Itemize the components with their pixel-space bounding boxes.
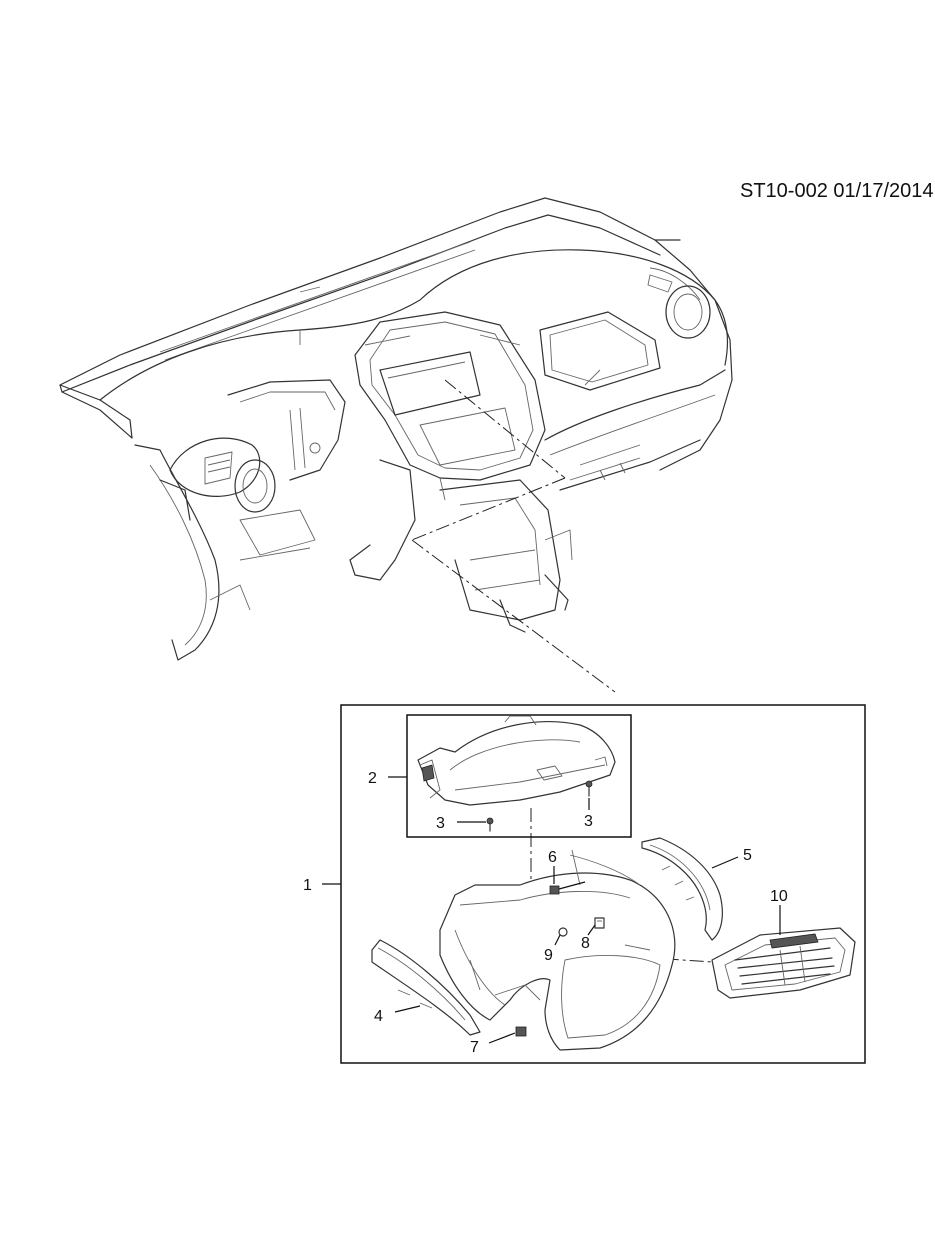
- part-1-center-bezel: [439, 849, 676, 1051]
- leader-lines: [322, 776, 781, 1044]
- part-7-clip: [515, 1026, 527, 1037]
- callout-labels: 1 2 3 3 4 5 6 7 8 9 10: [303, 770, 788, 1056]
- part-4-left-trim: [371, 939, 481, 1036]
- callout-8: 8: [581, 935, 590, 952]
- callout-1: 1: [303, 877, 312, 894]
- callout-6: 6: [548, 849, 557, 866]
- callout-9: 9: [544, 947, 553, 964]
- callout-5: 5: [743, 847, 752, 864]
- dashboard-assembly: [59, 197, 733, 661]
- callout-2: 2: [368, 770, 377, 787]
- callout-3-right: 3: [584, 813, 593, 830]
- subassembly-2-box: [406, 714, 632, 838]
- part-6-clip: [549, 885, 560, 895]
- callout-3-left: 3: [436, 815, 445, 832]
- part-9-retainer: [558, 927, 568, 937]
- callout-10: 10: [770, 888, 788, 905]
- callout-7: 7: [470, 1039, 479, 1056]
- part-2-cluster-hood: [417, 715, 616, 806]
- part-3-screw-right: [585, 780, 593, 797]
- part-3-screw-left: [486, 817, 494, 832]
- part-8-nut: [594, 917, 605, 929]
- part-10-air-vent: [711, 927, 856, 999]
- callout-4: 4: [374, 1008, 383, 1025]
- reference-code: ST10-002 01/17/2014: [740, 180, 934, 202]
- part-5-right-trim: [641, 837, 723, 941]
